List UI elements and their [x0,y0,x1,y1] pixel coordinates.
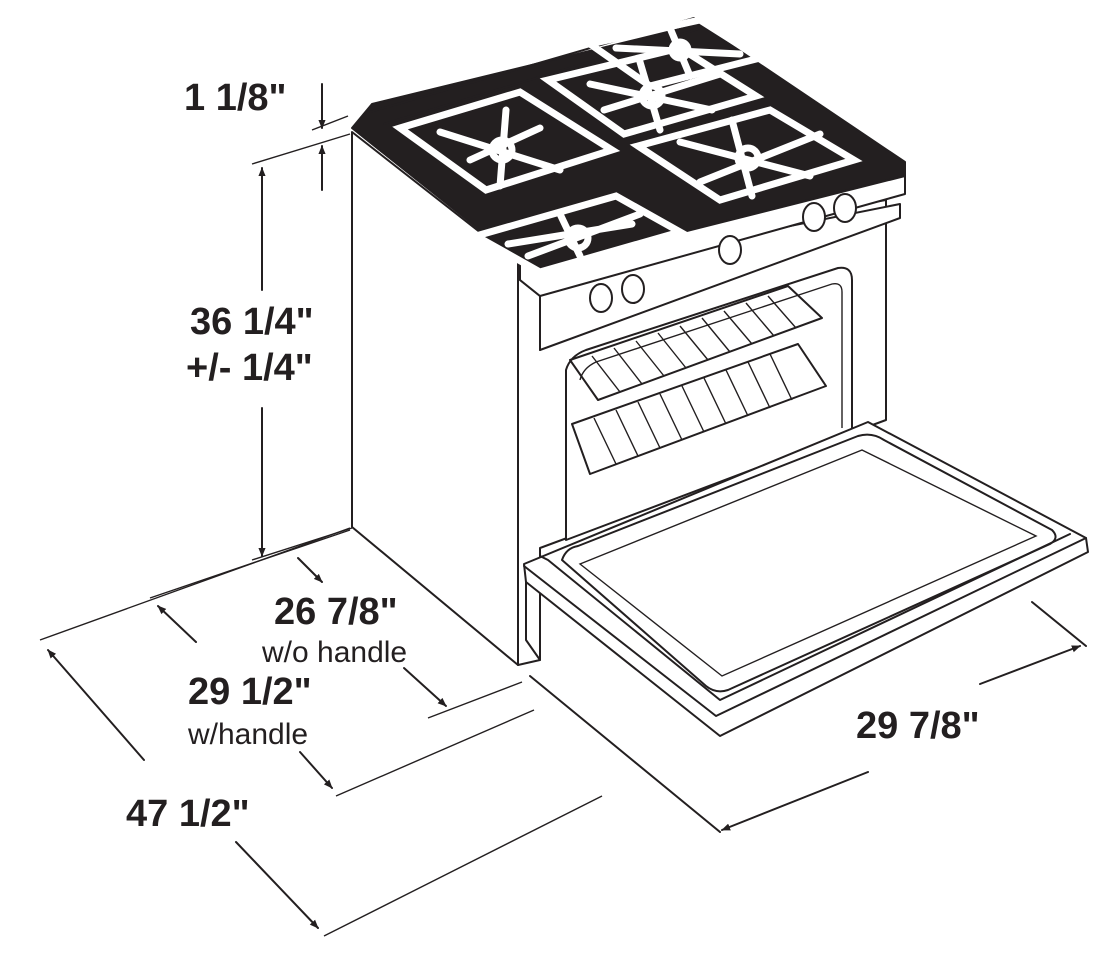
dim-label-depth-door-open: 47 1/2" [126,793,250,835]
dim-label-depth-with-handle: 29 1/2" [188,671,312,713]
range-body [351,17,906,666]
dim-label-depth-without-handle: 26 7/8" [274,591,398,633]
dim-note-without-handle: w/o handle [261,636,407,669]
knob-icon [589,283,613,313]
oven-door-open [523,421,1089,737]
control-knobs [589,193,857,313]
dim-label-width: 29 7/8" [856,705,980,747]
knob-icon [802,202,826,232]
dim-label-height-tolerance: +/- 1/4" [186,347,313,389]
dim-label-height: 36 1/4" [190,301,314,343]
knob-icon [718,235,742,265]
knob-icon [833,193,857,223]
oven-cavity [565,266,853,541]
oven-rack-upper [569,285,823,401]
knob-icon [621,274,645,304]
burner-grates [392,16,863,276]
dimension-lines [39,83,1087,937]
dim-note-with-handle: w/handle [187,718,308,751]
oven-rack-lower [571,343,827,475]
oven-door-window [561,433,1057,693]
dim-label-grate-height: 1 1/8" [184,77,287,119]
